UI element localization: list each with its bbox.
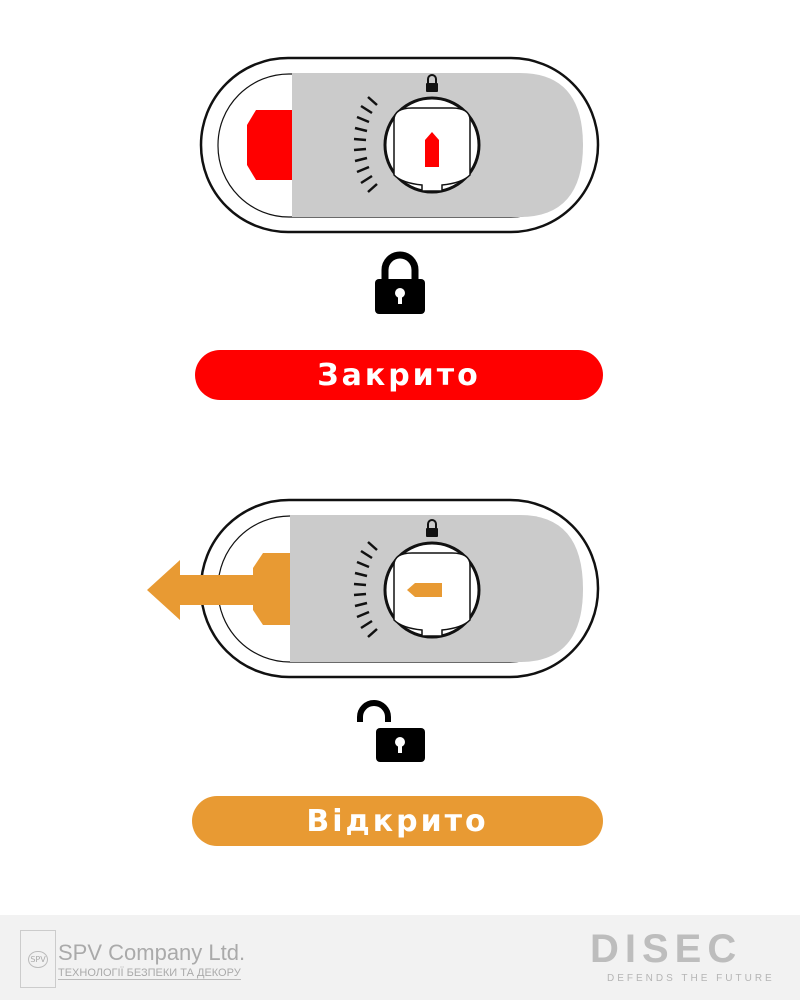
status-open-badge: Відкрито <box>192 796 603 846</box>
status-closed-badge: Закрито <box>195 350 603 400</box>
disec-tagline: DEFENDS THE FUTURE <box>607 973 775 984</box>
key-indicator <box>407 583 442 597</box>
key-indicator <box>425 132 439 167</box>
footer: SPV SPV Company Ltd. ТЕХНОЛОГІЇ БЕЗПЕКИ … <box>0 915 800 1000</box>
arrow-left-icon <box>147 560 254 620</box>
disec-logo: DISEC <box>590 927 743 971</box>
lock-open-icon <box>357 700 425 762</box>
lock-closed-icon <box>375 251 425 314</box>
spv-emblem-logo: SPV <box>20 930 56 988</box>
lock-diagram-open <box>147 498 600 679</box>
lock-diagram-closed <box>199 56 600 234</box>
spv-tagline: ТЕХНОЛОГІЇ БЕЗПЕКИ ТА ДЕКОРУ <box>58 967 241 980</box>
bolt-extended <box>247 110 292 180</box>
spv-company-name: SPV Company Ltd. <box>58 940 246 965</box>
lock-diagrams <box>147 56 600 762</box>
